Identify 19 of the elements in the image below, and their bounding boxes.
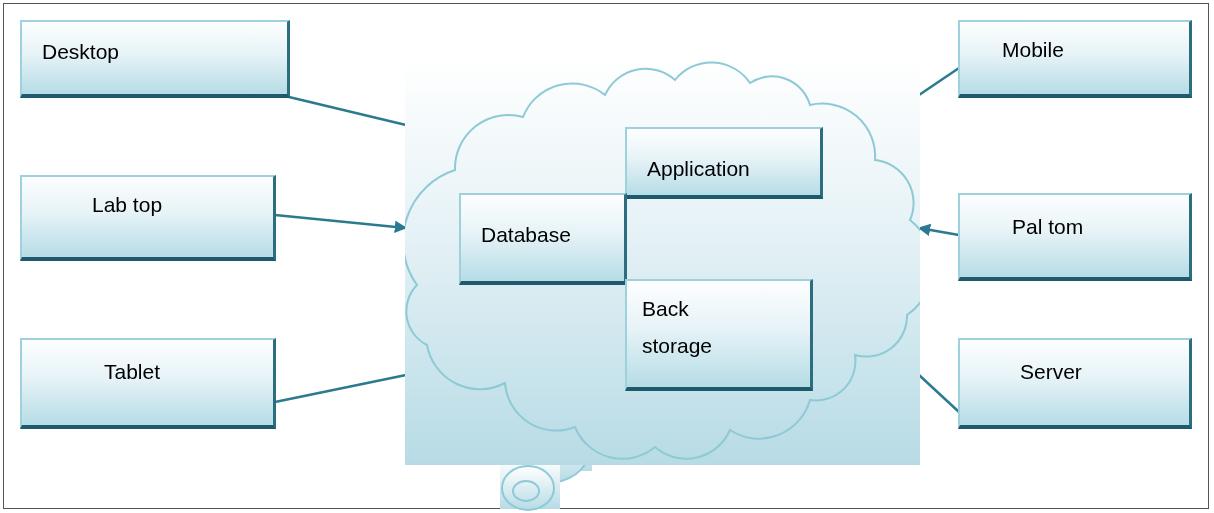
device-box (20, 20, 290, 98)
device-box (958, 20, 1192, 98)
connector-line (288, 95, 407, 127)
box-label: Tablet (104, 359, 162, 385)
device-box (958, 338, 1192, 429)
service-box (625, 279, 813, 391)
box-label: Application (647, 156, 751, 182)
box-label: Mobile (1002, 37, 1065, 63)
device-box (20, 338, 276, 429)
service-box (459, 193, 627, 285)
box-label: Desktop (42, 39, 121, 65)
box-label: Back storage (642, 296, 714, 359)
device-box (958, 193, 1192, 281)
device-box (20, 175, 276, 261)
box-label: Database (481, 222, 572, 248)
box-label: Server (1020, 359, 1083, 385)
box-label: Lab top (92, 192, 164, 218)
service-box (625, 127, 823, 199)
box-label: Pal tom (1012, 214, 1085, 240)
